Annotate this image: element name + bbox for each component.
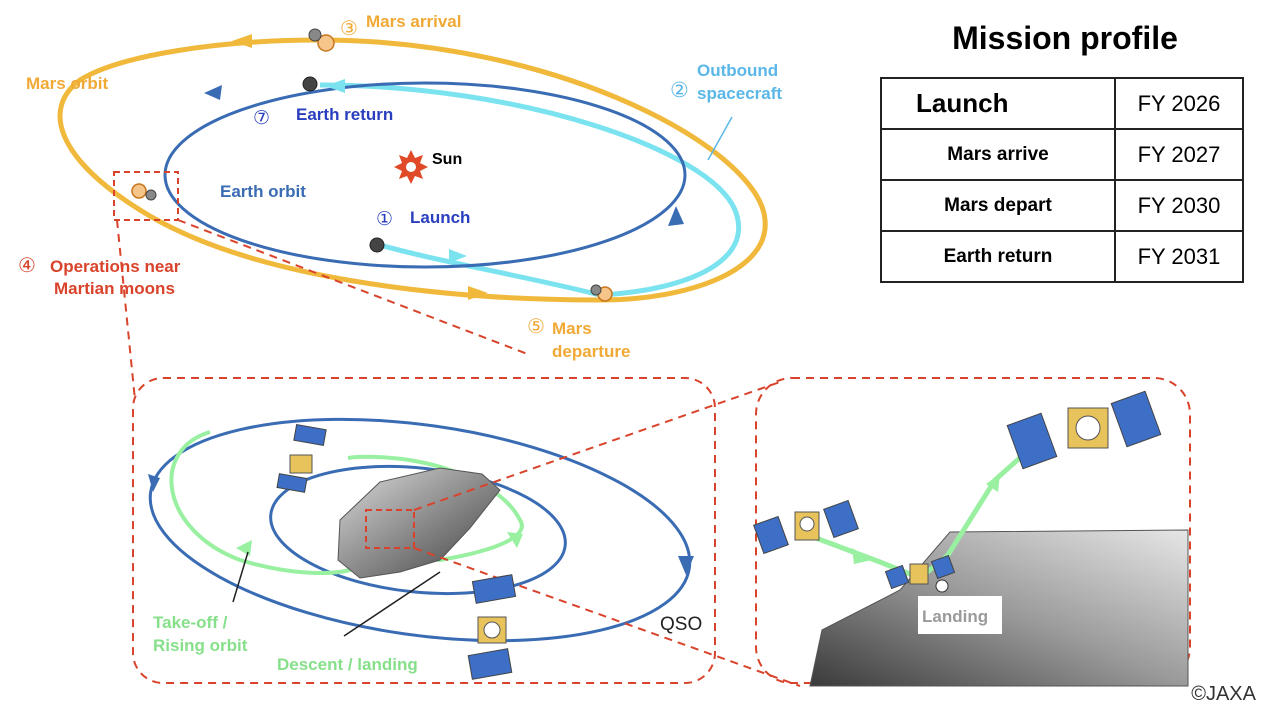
table-row: Launch FY 2026 (880, 77, 1244, 130)
landing-label-box (918, 596, 1002, 634)
mars-orbit-label: Mars orbit (26, 74, 109, 93)
mars-arrival-marker-icon (308, 28, 335, 52)
earth-return-label: Earth return (296, 105, 393, 124)
outbound-label-line2: spacecraft (697, 84, 782, 103)
earth-orbit-path (163, 81, 687, 269)
landing-label: Landing (922, 607, 988, 626)
outbound-trajectory (319, 82, 742, 298)
approaching-spacecraft-icon (753, 499, 859, 555)
mars-moons-marker-icon (131, 183, 157, 201)
launch-number: ① (376, 208, 393, 230)
mars-moons-zoom-box (113, 171, 179, 221)
ops-number: ④ (18, 253, 36, 277)
zoom-connector-right (177, 219, 531, 356)
landing-zoom-connector-top (413, 381, 781, 511)
takeoff-label-line1: Take-off / (153, 613, 228, 632)
earth-return-marker-icon (302, 76, 318, 92)
table-row: Mars depart FY 2030 (880, 179, 1244, 232)
zoom-connector-left (116, 219, 136, 401)
takeoff-leader (232, 551, 249, 603)
qso-arrow-icon (148, 474, 160, 492)
qso-arrow-icon (678, 556, 694, 575)
departure-label-line1: Mars (552, 319, 592, 338)
event-cell: Launch (880, 77, 1116, 130)
outbound-arrow-icon (449, 249, 467, 263)
descent-arrow-icon (852, 548, 872, 564)
sun-label: Sun (432, 151, 462, 168)
ops-label-line2: Martian moons (54, 279, 175, 298)
landing-site-zoom-box (365, 509, 415, 549)
spacecraft-icon (467, 574, 517, 680)
year-cell: FY 2026 (1114, 77, 1244, 130)
takeoff-label-line2: Rising orbit (153, 636, 248, 655)
outbound-arrow-icon (325, 79, 345, 93)
qso-label: QSO (660, 614, 702, 635)
event-cell: Mars depart (880, 179, 1116, 232)
event-cell: Earth return (880, 230, 1116, 283)
martian-moon-rock (337, 467, 501, 579)
rising-orbit-arrow-icon (236, 540, 252, 556)
landed-spacecraft-icon (884, 554, 956, 593)
descent-label: Descent / landing (277, 655, 418, 674)
launch-marker-icon (369, 237, 385, 253)
mission-profile-table: Launch FY 2026 Mars arrive FY 2027 Mars … (880, 77, 1244, 283)
mission-profile-title: Mission profile (952, 20, 1178, 56)
mars-orbit-arrow-icon (468, 286, 488, 300)
qso-inset-frame (132, 377, 716, 684)
departure-label-line2: departure (552, 342, 630, 361)
mars-orbit-arrow-icon (232, 34, 252, 48)
spacecraft-icon (276, 423, 327, 493)
launch-label: Launch (410, 208, 470, 227)
landing-zoom-connector-bottom (413, 547, 801, 687)
sun-icon (394, 150, 428, 184)
mars-arrival-number: ③ (340, 16, 358, 40)
mars-arrival-label: Mars arrival (366, 12, 461, 31)
year-cell: FY 2027 (1114, 128, 1244, 181)
descent-leader (343, 571, 441, 637)
table-row: Earth return FY 2031 (880, 230, 1244, 283)
event-cell: Mars arrive (880, 128, 1116, 181)
copyright-credit: ©JAXA (1191, 683, 1256, 705)
outbound-number: ② (670, 78, 689, 102)
earth-orbit-arrow-icon (668, 206, 684, 226)
outbound-label-line1: Outbound (697, 61, 778, 80)
earth-orbit-label: Earth orbit (220, 182, 306, 201)
qso-outer-orbit (148, 417, 692, 643)
year-cell: FY 2031 (1114, 230, 1244, 283)
ascent-arrow-icon (986, 474, 1000, 492)
departing-spacecraft-icon (1006, 390, 1162, 470)
year-cell: FY 2030 (1114, 179, 1244, 232)
table-row: Mars arrive FY 2027 (880, 128, 1244, 181)
mars-departure-marker-icon (590, 284, 613, 302)
departure-number: ⑤ (527, 314, 545, 338)
outbound-leader (707, 116, 733, 161)
earth-orbit-arrow-icon (204, 85, 222, 100)
mars-orbit-path (57, 37, 768, 303)
rising-orbit-arrow-icon (507, 532, 523, 548)
earth-return-number: ⑦ (253, 107, 270, 129)
ops-label-line1: Operations near (50, 257, 181, 276)
